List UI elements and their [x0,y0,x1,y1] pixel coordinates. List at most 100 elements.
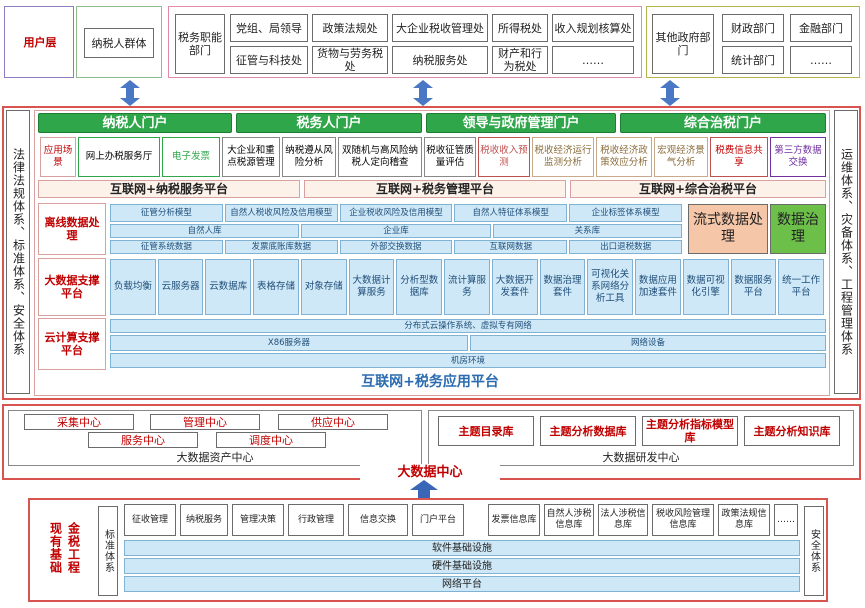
bigdata-item: 数据治理套件 [539,259,586,315]
bigdata-item: 云数据库 [205,259,252,315]
portal-1[interactable]: 税务人门户 [236,113,422,133]
asset-item[interactable]: 调度中心 [216,432,326,448]
app-item[interactable]: 税收征管质量评估 [424,137,476,177]
model-box: 自然人特征体系模型 [454,204,568,222]
right-side-system: 运维体系、灾备体系、工程管理体系 [834,110,858,394]
left-side-system: 法律法规体系、标准体系、安全体系 [6,110,30,394]
other-gov-frame [646,6,860,78]
asset-frame [8,410,422,466]
base-module: 管理决策 [232,504,284,536]
base-module: …… [774,504,798,536]
base-module: 征收管理 [124,504,176,536]
finance-box: 财政部门 [722,14,784,42]
asset-center-label: 大数据资产中心 [140,450,290,464]
rd-item[interactable]: 主题分析数据库 [540,416,636,446]
app-item[interactable]: 纳税遵从风险分析 [282,137,336,177]
bigdata-center-title: 大数据中心 [360,464,500,480]
inner-frame [34,110,830,396]
model-box: 自然人税收风险及信用模型 [224,204,338,222]
base-module: 纳税服务 [180,504,228,536]
base-module: 政策法规信息库 [718,504,770,536]
base-module: 税收风险管理信息库 [652,504,714,536]
banking-box: 金融部门 [790,14,852,42]
dept-box: …… [552,46,634,74]
asset-item[interactable]: 服务中心 [88,432,198,448]
dept-box: 所得税处 [492,14,548,42]
standard-system-box: 标准体系 [98,506,118,596]
base-row: 软件基础设施 [124,540,800,556]
bigdata-item: 负载均衡 [110,259,156,315]
app-item[interactable]: 第三方数据交换 [770,137,826,177]
base-module: 自然人涉税信息库 [544,504,594,536]
base-module: 法人涉税信息库 [598,504,648,536]
rd-center-label: 大数据研发中心 [566,450,716,464]
source-data-box: 互联网数据 [454,240,568,254]
bigdata-item: 表格存储 [253,259,299,315]
app-item[interactable]: 税收经济运行监测分析 [532,137,594,177]
app-item[interactable]: 应用场景 [40,137,76,177]
bigdata-item: 数据可视化引擎 [682,259,729,315]
x86-server-box: X86服务器 [110,335,468,351]
bigdata-label: 大数据支撑平台 [38,258,106,316]
data-governance-box: 数据治理 [770,204,826,254]
bigdata-item: 数据应用加速套件 [635,259,681,315]
cloud-os-box: 分布式云操作系统、虚拟专有网络 [110,319,826,333]
dept-box: 征管与科技处 [230,46,308,74]
app-item[interactable]: 宏观经济景气分析 [654,137,708,177]
base-module: 门户平台 [412,504,464,536]
source-data-box: 发票底账库数据 [224,240,338,254]
rd-item[interactable]: 主题分析知识库 [744,416,840,446]
base-module: 信息交换 [348,504,408,536]
bigdata-item: 大数据计算服务 [348,259,395,315]
dept-box: 纳税服务处 [392,46,488,74]
bigdata-item: 对象存储 [300,259,347,315]
base-module: 行政管理 [288,504,344,536]
bigdata-item: 大数据开发套件 [491,259,538,315]
asset-item[interactable]: 采集中心 [24,414,134,430]
app-item[interactable]: 网上办税服务厅 [78,137,160,177]
app-item[interactable]: 税费信息共享 [710,137,768,177]
rd-item[interactable]: 主题目录库 [438,416,534,446]
app-item[interactable]: 双随机与高风险纳税人定向稽查 [338,137,422,177]
portal-3[interactable]: 综合治税门户 [620,113,826,133]
bigdata-item: 可视化关系网络分析工具 [587,259,634,315]
golden-tax-label: 金税工程 [64,508,82,588]
bigdata-item: 分析型数据库 [396,259,443,315]
dept-box: 党组、局领导 [230,14,308,42]
portal-2[interactable]: 领导与政府管理门户 [426,113,616,133]
dept-box: 货物与劳务税处 [312,46,388,74]
bigdata-item: 数据服务平台 [730,259,777,315]
asset-item[interactable]: 管理中心 [150,414,260,430]
rd-item[interactable]: 主题分析指标模型库 [642,416,738,446]
base-frame [28,498,828,602]
platform-bar: 互联网+综合治税平台 [570,180,826,198]
dept-box: 大企业税收管理处 [392,14,488,42]
app-item[interactable]: 税收经济政策效应分析 [596,137,652,177]
app-item[interactable]: 电子发票 [162,137,220,177]
rd-frame [428,410,854,466]
library-box: 企业库 [301,224,491,238]
portal-0[interactable]: 纳税人门户 [38,113,232,133]
dept-box: 财产和行为税处 [492,46,548,74]
app-item[interactable]: 税收收入预测 [478,137,530,177]
source-data-box: 出口退税数据 [569,240,682,254]
source-data-box: 外部交换数据 [339,240,453,254]
library-box: 关系库 [492,224,682,238]
source-data-box: 征管系统数据 [110,240,223,254]
app-platform-title: 互联网+税务应用平台 [300,371,560,393]
offline-label: 离线数据处理 [38,203,106,255]
bigdata-item: 云服务器 [157,259,204,315]
double-arrow-icon [660,80,680,106]
taxpayer-frame [76,6,162,78]
stats-box: 统计部门 [722,46,784,74]
base-module: 发票信息库 [488,504,540,536]
app-item[interactable]: 大企业和重点税源管理 [222,137,280,177]
taxpayer-group-box: 纳税人群体 [84,28,154,58]
up-arrow-icon [410,480,438,498]
platform-bar: 互联网+纳税服务平台 [38,180,300,198]
network-device-box: 网络设备 [470,335,826,351]
base-label: 现有基础 [46,508,64,588]
platform-bar: 互联网+税务管理平台 [304,180,566,198]
asset-item[interactable]: 供应中心 [278,414,388,430]
main-frame [2,106,861,400]
